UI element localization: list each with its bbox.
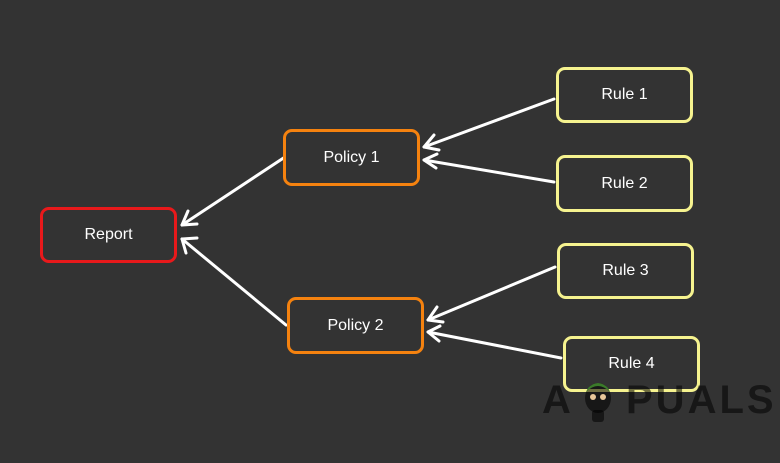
node-policy-2-label: Policy 2 xyxy=(327,316,384,334)
node-report-label: Report xyxy=(84,226,133,243)
node-rule-4: Rule 4 xyxy=(563,336,700,392)
edge-policy1-to-report xyxy=(180,155,287,227)
node-rule-2: Rule 2 xyxy=(556,155,693,212)
edge-rule3-to-policy2 xyxy=(426,265,557,322)
watermark-text-right: PUALS xyxy=(626,378,777,422)
arrowhead-policy2-bottom xyxy=(426,324,442,343)
edge-rule1-to-policy1 xyxy=(422,97,556,149)
appuals-mascot-icon xyxy=(585,383,611,422)
node-rule-1-label: Rule 1 xyxy=(601,86,648,103)
arrowhead-policy1-bottom xyxy=(422,152,439,170)
edge-policy2-to-report xyxy=(180,237,288,327)
edge-rule2-to-policy1 xyxy=(422,158,556,184)
node-rule-1: Rule 1 xyxy=(556,67,693,123)
node-rule-4-label: Rule 4 xyxy=(608,355,655,372)
node-rule-3-label: Rule 3 xyxy=(602,262,649,279)
edge-rule4-to-policy2 xyxy=(426,330,563,360)
node-rule-2-label: Rule 2 xyxy=(601,174,648,192)
node-rule-3: Rule 3 xyxy=(557,243,694,299)
arrowhead-report-top xyxy=(180,209,199,227)
node-policy-1: Policy 1 xyxy=(283,129,420,186)
node-policy-2: Policy 2 xyxy=(287,297,424,354)
arrowhead-policy1-top xyxy=(422,133,441,152)
watermark: A PUALS xyxy=(540,376,774,424)
arrowheads xyxy=(180,133,445,343)
arrowhead-report-bottom xyxy=(180,236,199,255)
arrowhead-policy2-top xyxy=(426,305,445,324)
watermark-text-left: A xyxy=(542,378,574,422)
node-policy-1-label: Policy 1 xyxy=(323,148,380,166)
node-report: Report xyxy=(40,207,177,263)
